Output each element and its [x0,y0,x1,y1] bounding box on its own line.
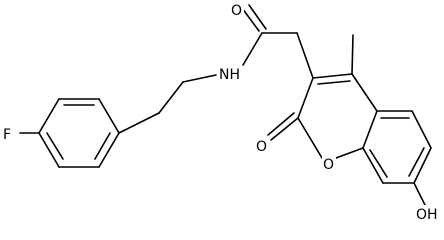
methylene-bond [296,32,314,79]
carbonyl-oxygen-label: O [231,3,242,19]
methyl-bond [351,34,354,75]
fluorine-label: F [3,127,11,143]
c-oh-bond [413,182,426,206]
chemical-structure: F NH O O O OH [3,3,438,223]
fluorophenyl-ring [38,98,120,168]
ethyl-linker [118,74,217,134]
ring-oxygen-label: O [323,157,334,173]
lactone-oxygen-label: O [256,139,267,155]
hydroxyl-label: OH [416,207,438,223]
amide-group [241,4,298,66]
lactone-carbonyl [267,112,299,141]
structure-canvas: F NH O O O OH [3,3,438,223]
phenol-ring [362,110,432,184]
amide-nh-label: NH [219,67,240,83]
pyranone-ring [297,73,378,159]
